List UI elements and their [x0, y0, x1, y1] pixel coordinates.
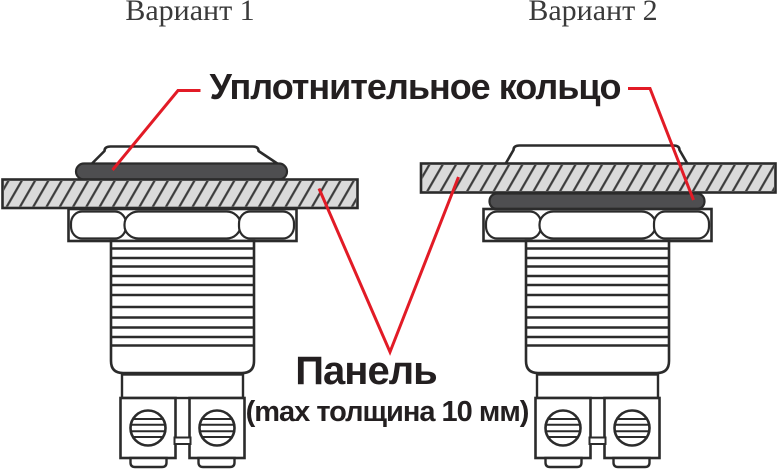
variant2-panel-hatch	[422, 165, 774, 191]
variant1-cap-group	[74, 145, 289, 181]
callout-panel	[317, 176, 460, 356]
variant1-panel-hatch	[4, 181, 356, 207]
callout-sealing-ring-right	[628, 87, 695, 201]
variant2-title: Вариант 2	[528, 0, 658, 27]
callout-sealing-ring-left	[111, 89, 201, 171]
variant1-title: Вариант 1	[125, 0, 255, 27]
panel-note-label: (max толщина 10 мм)	[245, 396, 530, 428]
variant2-sealing-ring	[488, 192, 706, 211]
panel-label: Панель	[295, 349, 437, 393]
variant1-button-lower	[67, 207, 298, 469]
sealing-ring-label: Уплотнительное кольцо	[209, 66, 622, 107]
variant2-button-lower	[482, 207, 713, 469]
variant1-sealing-ring	[74, 162, 289, 181]
